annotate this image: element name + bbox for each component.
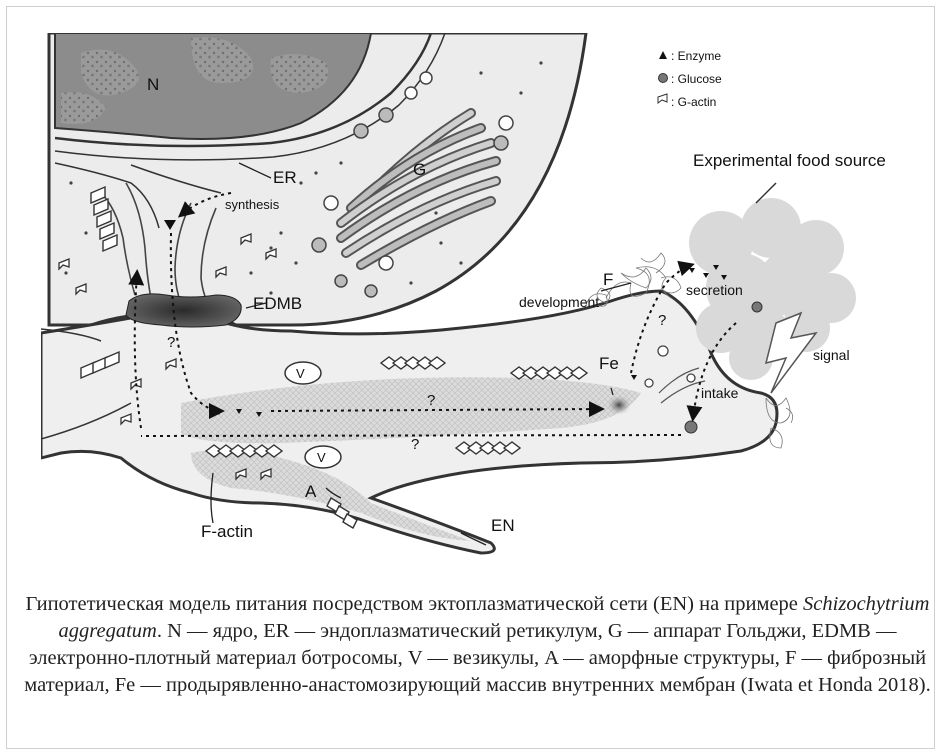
question-mark-3: ? bbox=[411, 436, 419, 453]
label-amorphous: A bbox=[305, 482, 317, 501]
label-intake: intake bbox=[701, 385, 739, 401]
label-golgi: G bbox=[413, 160, 426, 179]
legend: : Enzyme : Glucose : G-actin bbox=[658, 49, 722, 109]
g-actin-legend-icon bbox=[658, 94, 667, 103]
legend-gactin: : G-actin bbox=[671, 95, 716, 109]
label-nucleus: N bbox=[147, 75, 159, 94]
glucose-legend-icon bbox=[659, 74, 668, 83]
label-v2: V bbox=[317, 450, 326, 465]
label-development: development bbox=[519, 294, 599, 310]
label-f-actin: F-actin bbox=[201, 522, 253, 541]
caption-text-part2: . N — ядро, ER — эндоплазматический рети… bbox=[24, 620, 930, 696]
en-nutrition-diagram: : Enzyme : Glucose : G-actin N ER G synt… bbox=[41, 33, 913, 573]
label-fe: Fe bbox=[599, 354, 619, 373]
question-mark-1: ? bbox=[167, 334, 175, 351]
label-er: ER bbox=[273, 168, 297, 187]
label-v1: V bbox=[296, 366, 305, 381]
question-mark-2: ? bbox=[427, 392, 435, 409]
glucose-intake bbox=[685, 421, 697, 433]
figure-frame: : Enzyme : Glucose : G-actin N ER G synt… bbox=[6, 6, 935, 749]
label-edmb: EDMB bbox=[253, 294, 302, 313]
enzyme-legend-icon bbox=[659, 51, 667, 59]
figure-caption: Гипотетическая модель питания посредство… bbox=[19, 591, 936, 699]
label-synthesis: synthesis bbox=[225, 197, 280, 212]
label-secretion: secretion bbox=[686, 282, 743, 298]
label-food-source: Experimental food source bbox=[693, 151, 886, 170]
label-en: EN bbox=[491, 516, 515, 535]
edmb bbox=[126, 294, 241, 327]
question-mark-4: ? bbox=[658, 312, 666, 329]
label-signal: signal bbox=[813, 347, 850, 363]
glucose-signal bbox=[752, 302, 762, 312]
caption-text-part1: Гипотетическая модель питания посредство… bbox=[26, 593, 804, 615]
fe-membrane-array bbox=[607, 395, 631, 415]
legend-enzyme: : Enzyme bbox=[671, 49, 721, 63]
legend-glucose: : Glucose bbox=[671, 72, 722, 86]
label-fibrous: F bbox=[603, 270, 613, 289]
